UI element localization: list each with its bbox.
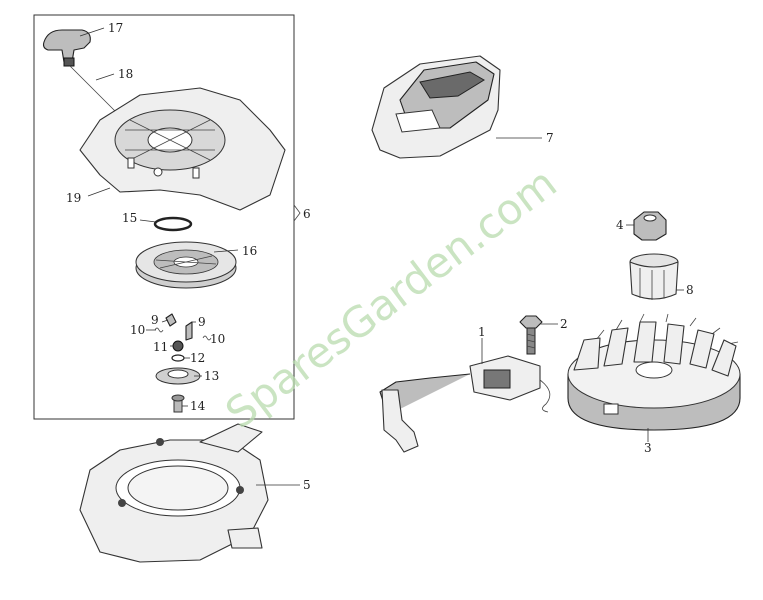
label-7: 7 xyxy=(546,131,554,145)
label-16: 16 xyxy=(242,244,257,258)
flywheel-nut-part xyxy=(633,211,667,241)
center-bolt-part xyxy=(171,394,185,413)
label-6: 6 xyxy=(303,207,311,221)
pawl-spring-part-right xyxy=(202,335,212,341)
label-14: 14 xyxy=(190,399,206,413)
label-4: 4 xyxy=(616,218,624,232)
part-labels: 17 18 19 6 15 16 9 9 10 10 11 12 13 14 5… xyxy=(66,21,694,492)
label-3: 3 xyxy=(644,441,652,455)
starter-rope-part xyxy=(69,65,123,119)
engine-cover-part xyxy=(371,55,501,159)
label-18: 18 xyxy=(118,67,133,81)
assembly-bracket xyxy=(293,204,301,222)
ignition-coil-part xyxy=(379,355,551,453)
label-8: 8 xyxy=(686,283,694,297)
label-2: 2 xyxy=(560,317,568,331)
pulley-part xyxy=(135,241,237,289)
spring-ring-part xyxy=(153,216,193,232)
washer-part xyxy=(171,354,185,362)
screw-part xyxy=(172,340,184,352)
label-11: 11 xyxy=(153,340,168,354)
pawl-spring-part-left xyxy=(154,327,164,333)
label-5: 5 xyxy=(303,478,311,492)
label-1: 1 xyxy=(478,325,486,339)
assembly-group-box xyxy=(33,14,295,420)
ignition-bolt-part xyxy=(519,315,543,355)
leader-lines xyxy=(79,27,684,486)
label-17: 17 xyxy=(108,21,123,35)
label-13: 13 xyxy=(204,369,219,383)
label-9b: 9 xyxy=(198,315,206,329)
pawl-part-left xyxy=(165,313,177,327)
label-12: 12 xyxy=(190,351,205,365)
label-15: 15 xyxy=(122,211,137,225)
pawl-plate-part xyxy=(155,367,201,385)
flywheel-part xyxy=(567,313,741,431)
label-19: 19 xyxy=(66,191,81,205)
starter-cup-part xyxy=(629,253,679,300)
label-9a: 9 xyxy=(151,313,159,327)
fan-shroud-part xyxy=(79,423,269,563)
pawl-part-right xyxy=(185,321,193,341)
label-10b: 10 xyxy=(210,332,225,346)
label-10a: 10 xyxy=(130,323,145,337)
starter-housing-part xyxy=(79,87,286,211)
starter-handle-part xyxy=(42,29,91,67)
